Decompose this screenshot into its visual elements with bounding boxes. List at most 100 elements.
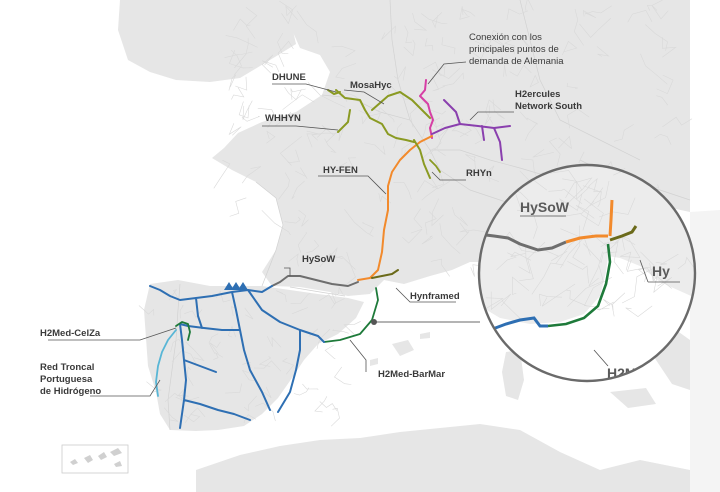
road-segment [656,74,674,94]
road-segment [306,130,320,148]
road-segment [242,361,252,369]
road-segment [596,301,614,311]
road-segment [421,13,448,24]
label-hysow: HySoW [302,254,335,265]
zoom-label-hy: Hy [652,263,670,279]
road-segment [661,37,677,58]
road-segment [501,299,522,320]
road-segment [209,341,221,354]
road-segment [266,130,276,144]
label-red-troncal-line1: Red Troncal [40,362,94,373]
zoom-corridor-hy-fen [565,199,614,244]
road-segment [213,159,231,189]
zoom-label-hysow: HySoW [520,199,570,215]
road-segment [326,128,344,143]
canary-islands-inset [61,444,129,474]
road-segment [620,251,641,271]
road-segment [138,305,155,316]
road-segment [284,216,301,224]
corridor-dhune [327,89,341,95]
road-segment [626,259,656,282]
road-segment [421,176,438,201]
road-segment [344,209,374,237]
zoom-corridor-hynframed [609,225,638,242]
road-segment [343,321,361,335]
road-segment [241,116,260,122]
land-sardinia [502,350,524,400]
road-segment [184,309,203,318]
road-segment [455,222,470,246]
road-segment [324,345,336,360]
road-segment [572,225,585,266]
road-segment [404,25,413,44]
road-segment [235,76,248,91]
road-segment [294,167,308,179]
road-segment [452,207,469,227]
road-segment [485,99,501,124]
road-segment [503,64,507,77]
road-segment [548,137,561,167]
road-segment [548,188,583,205]
road-segment [560,236,591,269]
road-segment [243,395,257,412]
road-segment [208,333,219,354]
road-segment [261,54,274,74]
road-segment [306,240,320,253]
map-labels: Conexión con los principales puntos de d… [40,32,582,397]
zoom-corridor-h2med-barmar [547,243,612,328]
road-segment [490,291,512,311]
road-segment [506,8,528,21]
road-segment [442,72,464,87]
road-segment [481,165,500,182]
road-segment [233,18,251,31]
label-hynframed: Hynframed [410,291,460,302]
road-segment [163,407,179,422]
road-segment [539,293,563,307]
road-segment [567,265,604,307]
label-h2ercules-line2: Network South [515,101,582,112]
road-segment [518,246,531,274]
road-segment [258,356,272,367]
road-segment [517,209,538,239]
zoom-corridor-spain-backbone [489,316,548,332]
road-segment [431,75,445,92]
road-segment [377,107,395,123]
road-segment [651,5,669,20]
road-segment [605,240,624,275]
road-segment [524,92,554,103]
road-segment [319,401,338,411]
road-segment [459,6,470,20]
road-segment [582,185,602,208]
road-segment [335,286,343,296]
road-segment [599,197,636,218]
road-segment [307,82,346,108]
road-segment [291,307,309,315]
road-segment [293,387,310,396]
road-segment [510,251,532,261]
road-segment [186,366,194,386]
road-segment [579,17,612,38]
road-segment [492,99,505,119]
road-segment [431,198,444,227]
road-segment [316,124,335,138]
road-segment [225,35,258,48]
road-segment [314,396,328,413]
road-segment [242,100,253,120]
road-segment [543,249,568,262]
road-segment [168,289,179,301]
road-segment [479,294,504,311]
road-segment [393,66,406,81]
road-segment [423,61,444,76]
road-segment [432,171,445,188]
road-segment [290,88,306,100]
road-segment [171,350,197,365]
road-segment [381,25,396,40]
road-segment [654,133,672,145]
road-segment [275,111,292,126]
road-segment [496,252,517,271]
road-segment [228,123,242,136]
road-segment [393,182,412,200]
road-segment [558,135,572,150]
road-segment [603,299,615,317]
road-segment [244,307,254,320]
